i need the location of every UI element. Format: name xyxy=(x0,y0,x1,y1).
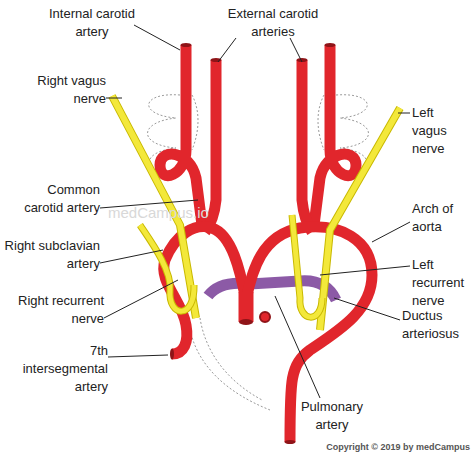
regressed-dorsal-aorta xyxy=(190,330,270,410)
left-vagus-nerve xyxy=(320,108,400,330)
vessel-end xyxy=(285,440,296,444)
leader-line xyxy=(108,355,168,357)
regressed-arch xyxy=(192,95,198,150)
part-label: Common carotid artery xyxy=(8,181,100,217)
vessel-end xyxy=(325,43,336,47)
aortic-arch xyxy=(246,227,372,442)
right-recurrent-nerve xyxy=(140,225,194,311)
part-label: Left recurrent nerve xyxy=(412,256,474,310)
pulmonary-artery xyxy=(208,281,336,300)
part-label: Right recurrent nerve xyxy=(6,292,104,328)
part-label: Right vagus nerve xyxy=(16,72,106,108)
leader-line xyxy=(334,298,400,320)
vessel-end xyxy=(260,312,270,322)
aortic-sac xyxy=(239,292,254,322)
part-label: Right subclavian artery xyxy=(2,237,100,273)
vessel-end xyxy=(181,43,192,47)
part-label: Internal carotid artery xyxy=(48,5,136,41)
part-label: 7th intersegmental artery xyxy=(14,342,108,396)
leader-line xyxy=(218,38,236,62)
leader-line xyxy=(398,113,410,114)
right-subclavian-artery xyxy=(164,227,246,354)
leader-line xyxy=(106,98,122,99)
regressed-dorsal-aorta xyxy=(200,318,262,400)
leader-line xyxy=(320,266,410,275)
leader-line xyxy=(104,280,178,318)
regressed-arch xyxy=(318,95,324,150)
part-label: External carotid arteries xyxy=(222,5,324,41)
part-label: Ductus arteriosus xyxy=(402,307,474,343)
vessel-end xyxy=(239,319,253,325)
leader-line xyxy=(134,25,180,50)
leader-line xyxy=(100,250,163,263)
left-vagus-nerve xyxy=(320,108,400,330)
left-recurrent-nerve xyxy=(292,215,322,317)
leader-line xyxy=(275,296,320,398)
watermark: medCampus.io xyxy=(108,203,238,222)
part-label: Pulmonary artery xyxy=(292,398,372,434)
leader-line xyxy=(290,38,302,62)
vessel-end xyxy=(170,349,174,360)
part-label: Arch of aorta xyxy=(412,200,472,236)
leader-line xyxy=(372,222,410,242)
part-label: Left vagus nerve xyxy=(412,104,467,158)
copyright-note: Copyright © 2019 by medCampus xyxy=(254,441,470,454)
right-recurrent-nerve xyxy=(140,225,194,311)
left-recurrent-nerve xyxy=(292,215,322,317)
left-external-carotid xyxy=(302,60,312,232)
